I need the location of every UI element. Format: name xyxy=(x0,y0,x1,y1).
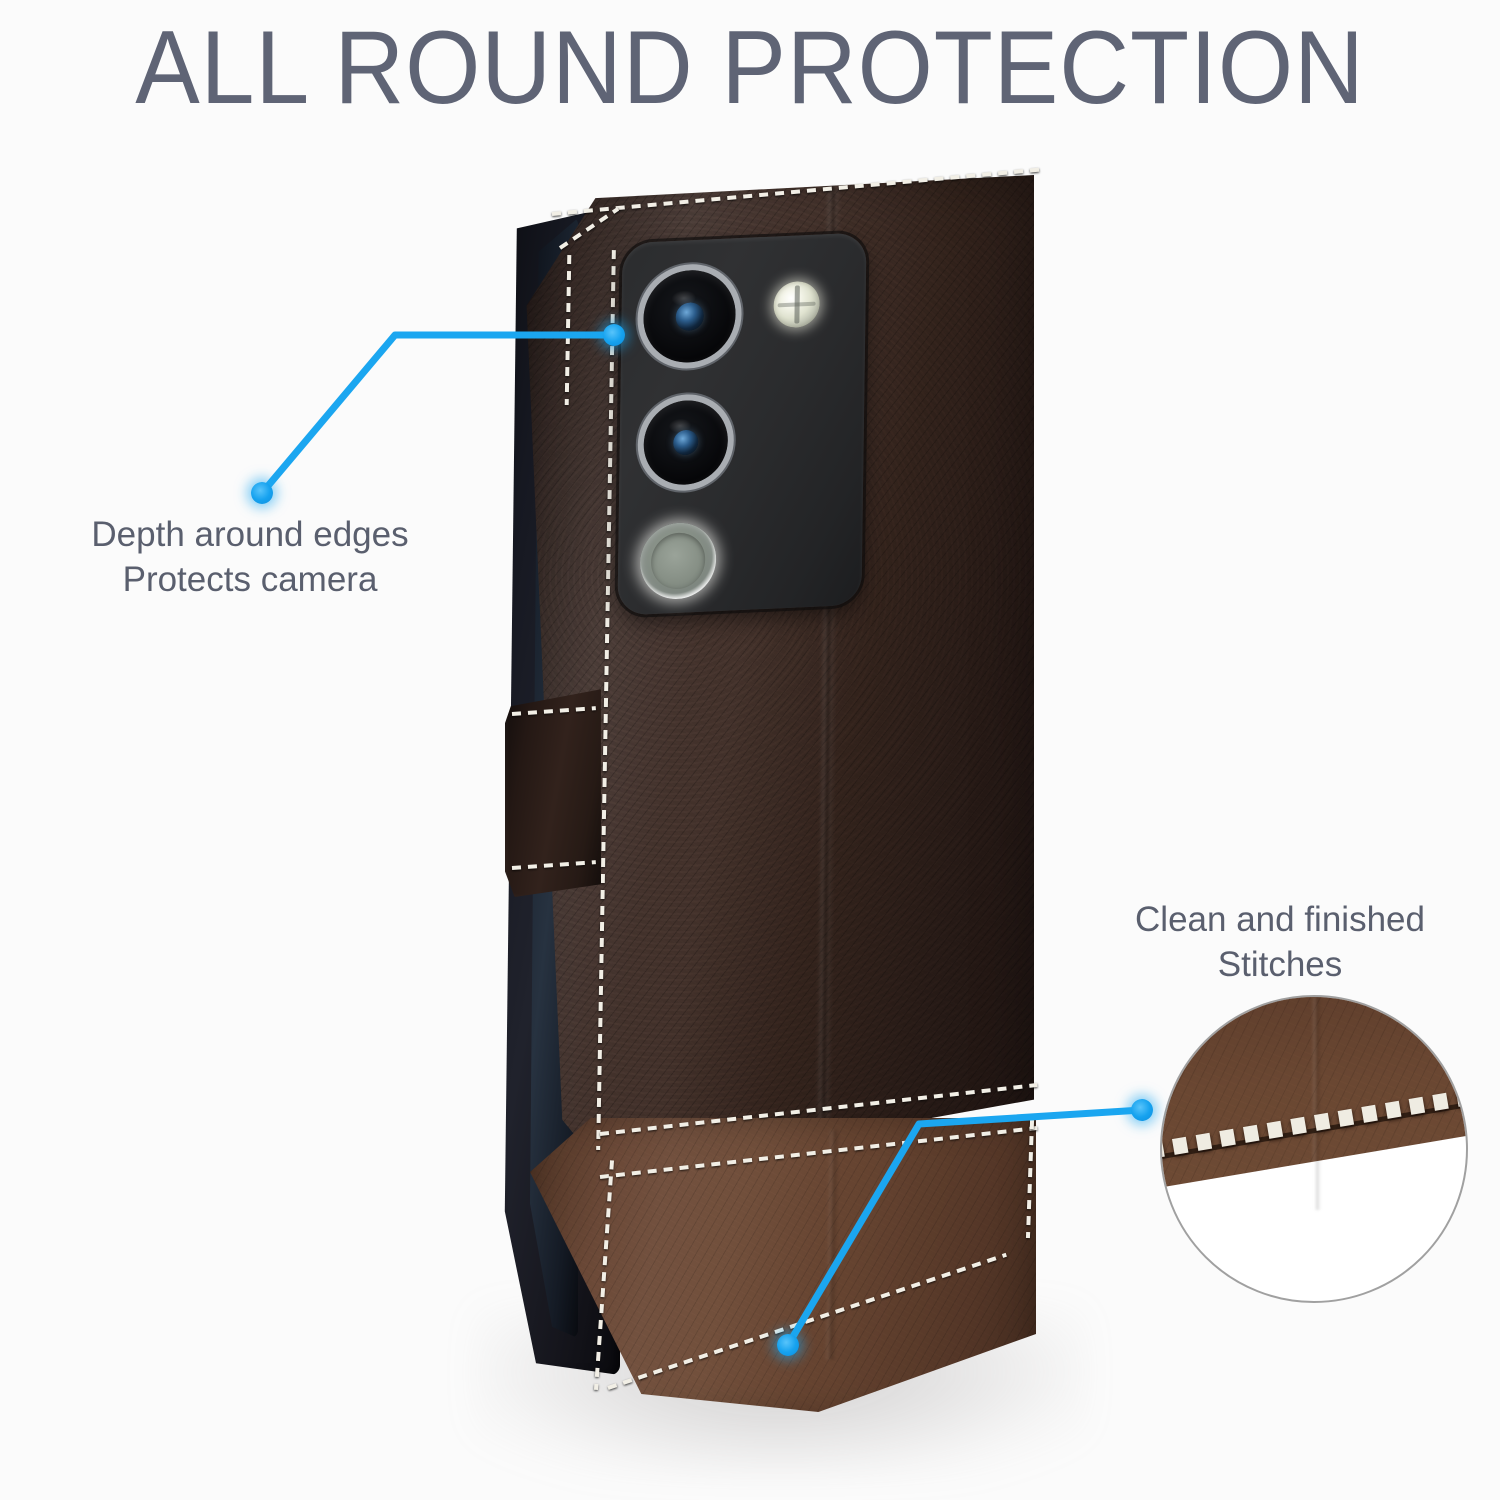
zoom-leather-crease xyxy=(1310,997,1321,1210)
callout-label-depth-edges: Depth around edges Protects camera xyxy=(30,513,470,603)
camera-lens-icon-main xyxy=(642,268,737,365)
callout-dot-icon-stitch-target xyxy=(777,1334,799,1356)
page-title: ALL ROUND PROTECTION xyxy=(135,10,1365,126)
camera-module xyxy=(617,232,867,616)
camera-lens-icon-secondary xyxy=(643,398,729,487)
zoom-detail-circle-stitches xyxy=(1160,995,1468,1303)
callout-label-line-1: Depth around edges xyxy=(91,515,409,554)
led-flash-icon xyxy=(773,280,820,329)
callout-dot-icon-depth-target xyxy=(603,324,625,346)
ring-light-icon xyxy=(639,521,717,601)
callout-dot-icon-stitch-text xyxy=(1131,1099,1153,1121)
callout-label-line-2: Stitches xyxy=(1217,944,1343,984)
callout-label-line-1: Clean and finished xyxy=(1135,900,1425,939)
callout-label-clean-stitches: Clean and finished Stitches xyxy=(1080,898,1480,988)
callout-dot-icon-depth-text xyxy=(251,482,273,504)
zoom-leather-surface xyxy=(1162,997,1466,1193)
callout-label-line-2: Protects camera xyxy=(122,559,378,599)
